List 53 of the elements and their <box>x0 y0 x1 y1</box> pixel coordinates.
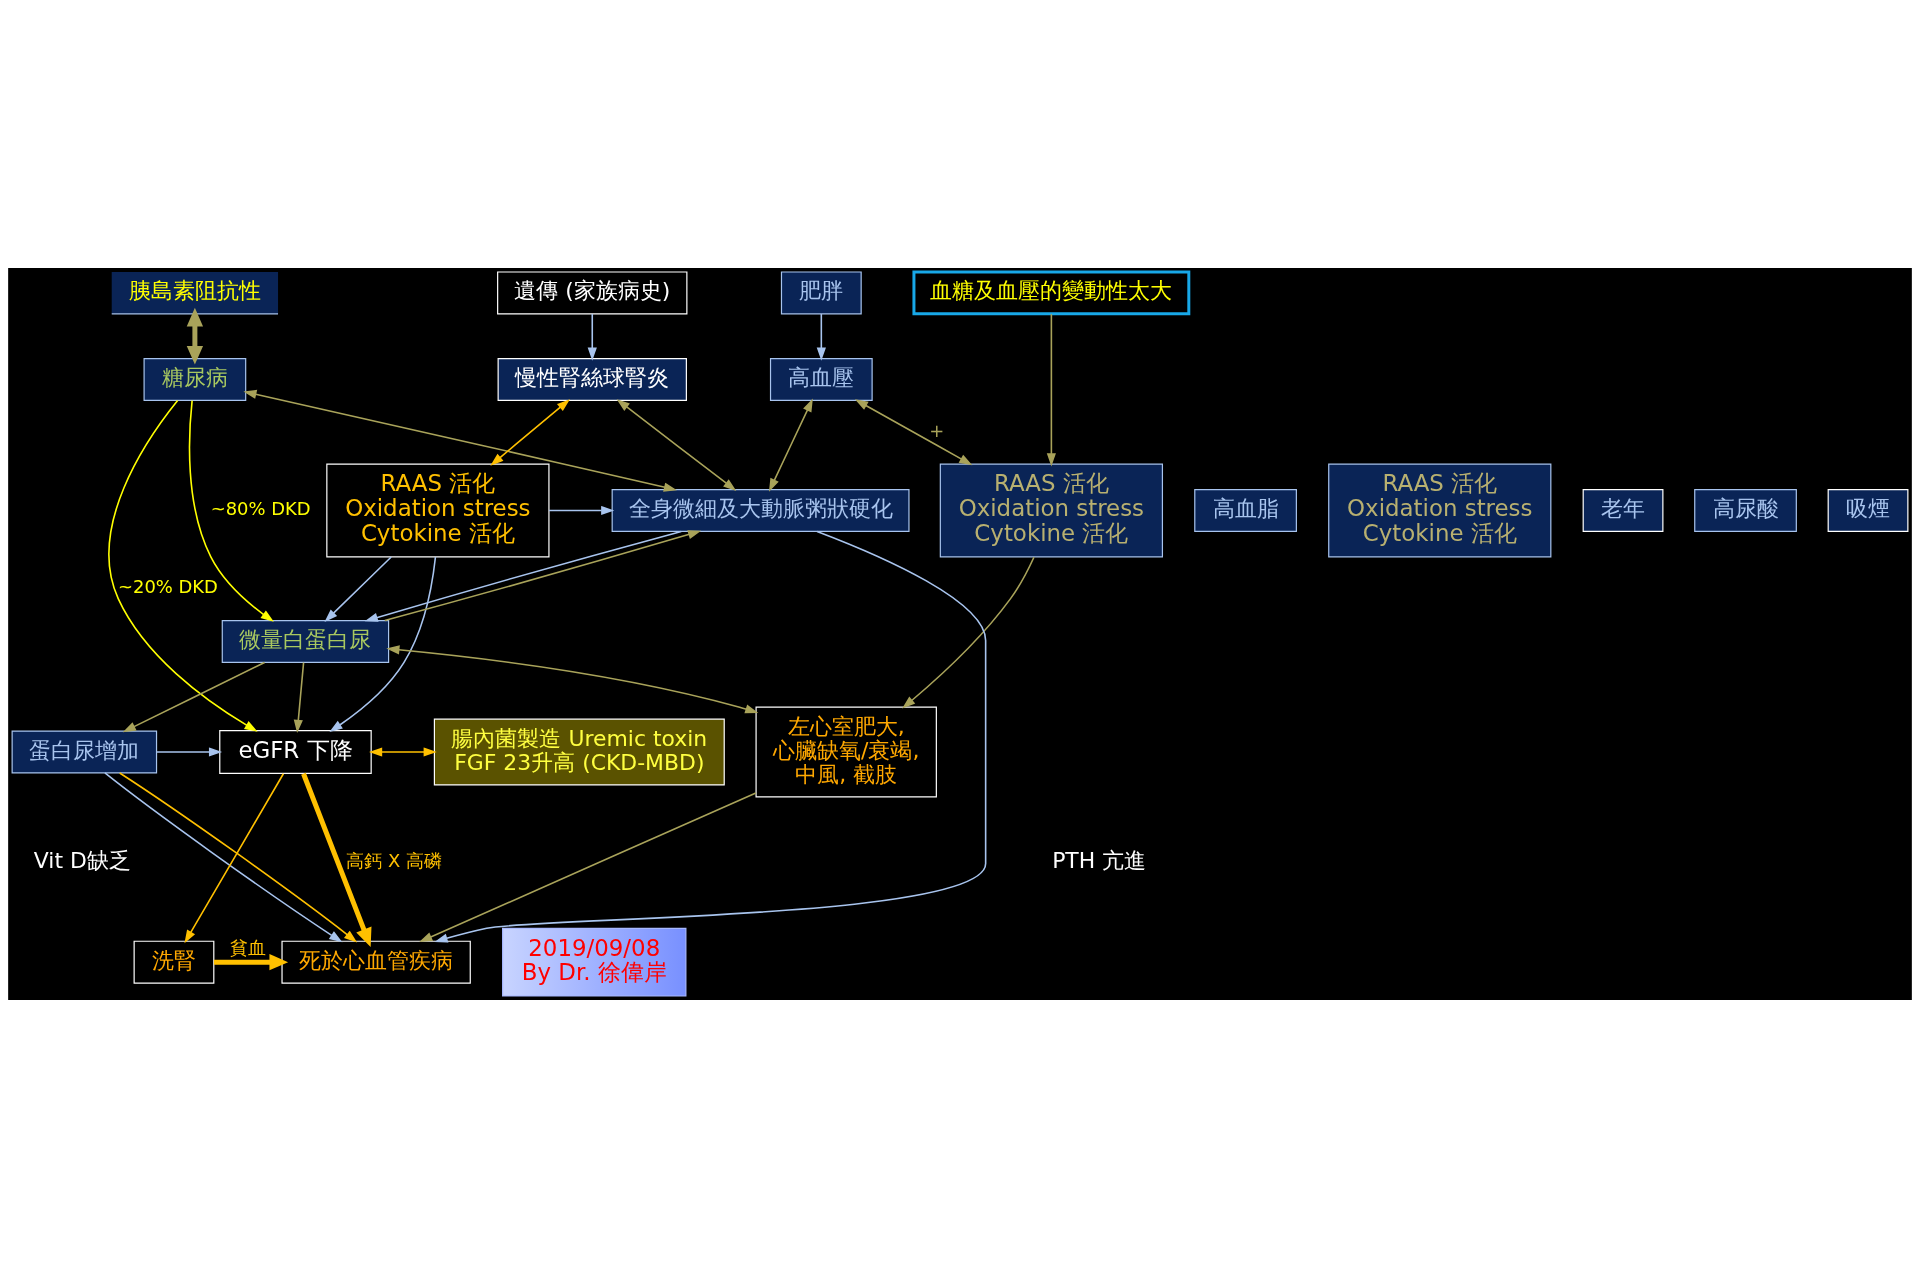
node-box: 高血壓 <box>769 358 873 402</box>
arrow <box>188 399 274 622</box>
arrow <box>587 313 597 361</box>
node-box: 遺傳 (家族病史) <box>497 271 688 315</box>
arrow <box>156 747 223 757</box>
arrow <box>186 307 204 365</box>
node-box: 洗腎 <box>133 940 215 984</box>
node-box: 腸內菌製造 Uremic toxin FGF 23升高 (CKD-MBD) <box>433 718 725 786</box>
arrow <box>386 645 759 714</box>
node-box: 血糖及血壓的變動性太大 <box>912 270 1191 316</box>
edge-label: 高鈣 X 高磷 <box>346 849 442 871</box>
node-box: RAAS 活化 Oxidation stress Cytokine 活化 <box>1328 463 1552 558</box>
node-box: 蛋白尿增加 <box>11 730 158 774</box>
arrow <box>324 556 392 622</box>
arrow <box>301 772 372 947</box>
node-box: RAAS 活化 Oxidation stress Cytokine 活化 <box>326 463 550 558</box>
arrow <box>902 556 1035 709</box>
edge-label: + <box>929 419 945 441</box>
node-box: 慢性腎絲球腎炎 <box>497 358 687 402</box>
edge-label: ~20% DKD <box>118 576 218 598</box>
arrow <box>243 389 677 492</box>
node-box: 2019/09/08 By Dr. 徐偉岸 <box>502 927 687 997</box>
edge-label: ~80% DKD <box>210 497 311 519</box>
node-box: 全身微細及大動脈粥狀硬化 <box>611 489 910 532</box>
node-box: 死於心血管疾病 <box>281 940 471 984</box>
arrow <box>108 399 258 732</box>
node-box: 糖尿病 <box>143 358 247 402</box>
node-box: 微量白蛋白尿 <box>221 619 390 663</box>
node-box: 高尿酸 <box>1694 489 1797 532</box>
node-box: eGFR 下降 <box>219 730 372 775</box>
edge-label: 貧血 <box>229 936 266 958</box>
arrow <box>548 505 615 516</box>
node-box: RAAS 活化 Oxidation stress Cytokine 活化 <box>939 463 1163 558</box>
node-box: 高血脂 <box>1194 489 1297 532</box>
node-box: 左心室肥大, 心臟缺氧/衰竭, 中風, 截肢 <box>755 706 937 798</box>
arrow <box>369 747 437 757</box>
arrow <box>816 313 826 361</box>
arrow <box>768 398 813 492</box>
label: PTH 亢進 <box>1052 848 1147 874</box>
arrow <box>419 792 757 943</box>
arrow <box>854 399 973 466</box>
arrow <box>184 772 285 944</box>
arrow <box>293 661 305 733</box>
node-box: 老年 <box>1582 489 1664 532</box>
arrow <box>122 661 266 733</box>
label: Vit D缺乏 <box>33 848 131 874</box>
node-box: 吸煙 <box>1827 489 1909 532</box>
arrow <box>616 399 737 491</box>
arrow <box>490 399 570 466</box>
arrow <box>213 953 289 971</box>
arrow <box>1046 313 1056 467</box>
node-box: 肥胖 <box>780 271 862 315</box>
arrow <box>329 556 437 732</box>
